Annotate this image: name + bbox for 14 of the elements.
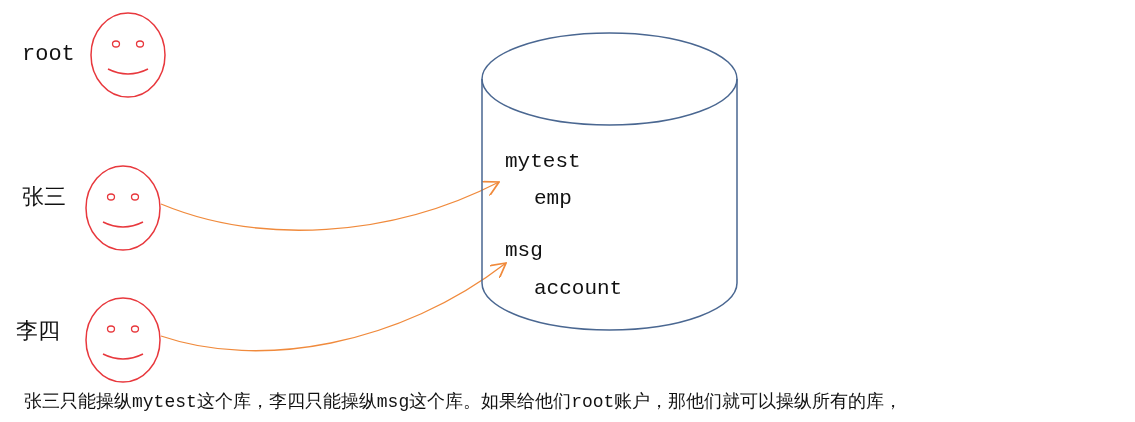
smiley-face bbox=[90, 12, 166, 98]
smiley-face bbox=[85, 165, 161, 251]
caption: 张三只能操纵mytest这个库，李四只能操纵msg这个库。如果给他们root账户，那他们就可以操纵所有的库， bbox=[24, 391, 903, 414]
smiley-face bbox=[85, 297, 161, 383]
user-label: 张三 bbox=[22, 186, 66, 212]
table-name: account bbox=[534, 277, 644, 303]
database-cylinder bbox=[481, 32, 738, 330]
arrow bbox=[160, 262, 507, 352]
user-label: 李四 bbox=[16, 320, 60, 346]
arrow bbox=[160, 180, 500, 231]
table-name: mytest bbox=[505, 150, 595, 176]
user-label: root bbox=[22, 42, 75, 68]
table-name: msg bbox=[505, 239, 545, 265]
table-name: emp bbox=[534, 187, 584, 213]
